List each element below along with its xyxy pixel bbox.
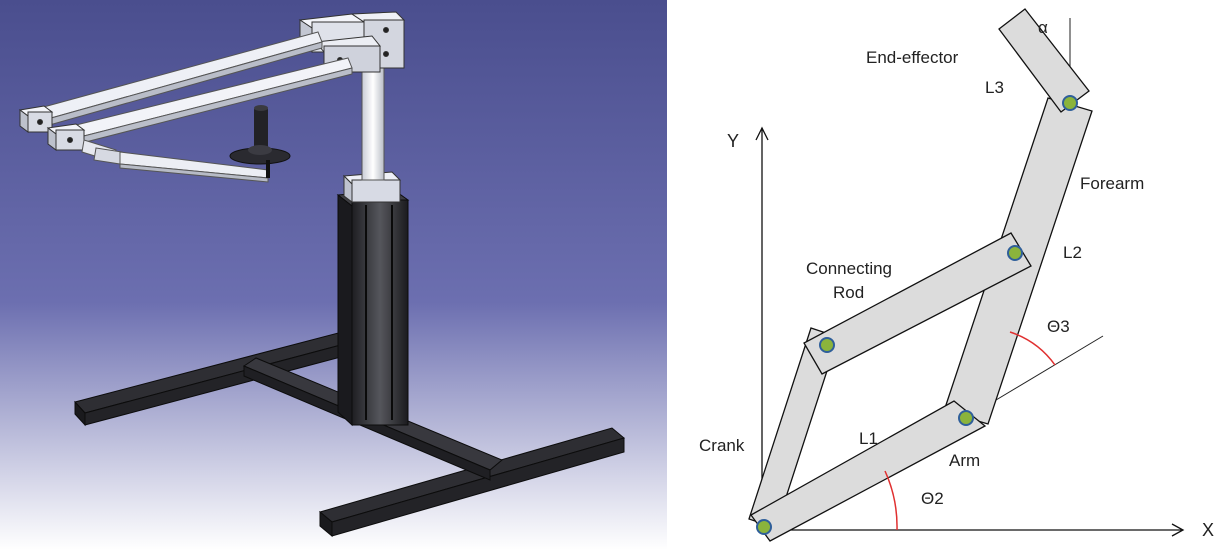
connecting-rod-link — [803, 232, 1032, 375]
forearm-label: Forearm — [1080, 174, 1144, 193]
kinematic-diagram: X Y α End-effector L3 Forearm L2 Connect… — [699, 8, 1214, 542]
l3-label: L3 — [985, 78, 1004, 97]
crank-label: Crank — [699, 436, 745, 455]
elbow-blocks — [18, 105, 86, 151]
l2-label: L2 — [1063, 243, 1082, 262]
theta3-label: Θ3 — [1047, 317, 1070, 336]
column-collar — [342, 171, 402, 203]
top-joint-block — [298, 11, 406, 73]
x-axis-arrow — [1171, 523, 1185, 537]
connecting-label: Connecting — [806, 259, 892, 278]
arm-label: Arm — [949, 451, 980, 470]
theta2-label: Θ2 — [921, 489, 944, 508]
end-effector-link — [998, 8, 1090, 113]
joint-end-effector — [1062, 95, 1078, 111]
axes — [755, 126, 1185, 537]
joint-crank-rod — [819, 337, 835, 353]
y-axis-arrow — [755, 126, 769, 141]
end-effector-handle — [229, 105, 291, 178]
alpha-label: α — [1038, 18, 1048, 37]
joint-arm-forearm — [958, 410, 974, 426]
arm-link — [750, 400, 987, 542]
vertical-post — [336, 189, 410, 427]
y-axis-label: Y — [727, 131, 739, 151]
x-axis-label: X — [1202, 520, 1214, 540]
base-frame — [74, 331, 626, 538]
cad-render — [0, 0, 667, 550]
joint-base — [756, 519, 772, 535]
joint-forearm-rod — [1007, 245, 1023, 261]
forearm-links — [81, 139, 269, 183]
end-effector-label: End-effector — [866, 48, 959, 67]
joints — [756, 95, 1078, 535]
rod-label: Rod — [833, 283, 864, 302]
theta2-arc — [884, 470, 898, 531]
theta3-arc — [1009, 331, 1056, 366]
l1-label: L1 — [859, 429, 878, 448]
links — [748, 8, 1093, 542]
upper-arms — [39, 31, 353, 147]
